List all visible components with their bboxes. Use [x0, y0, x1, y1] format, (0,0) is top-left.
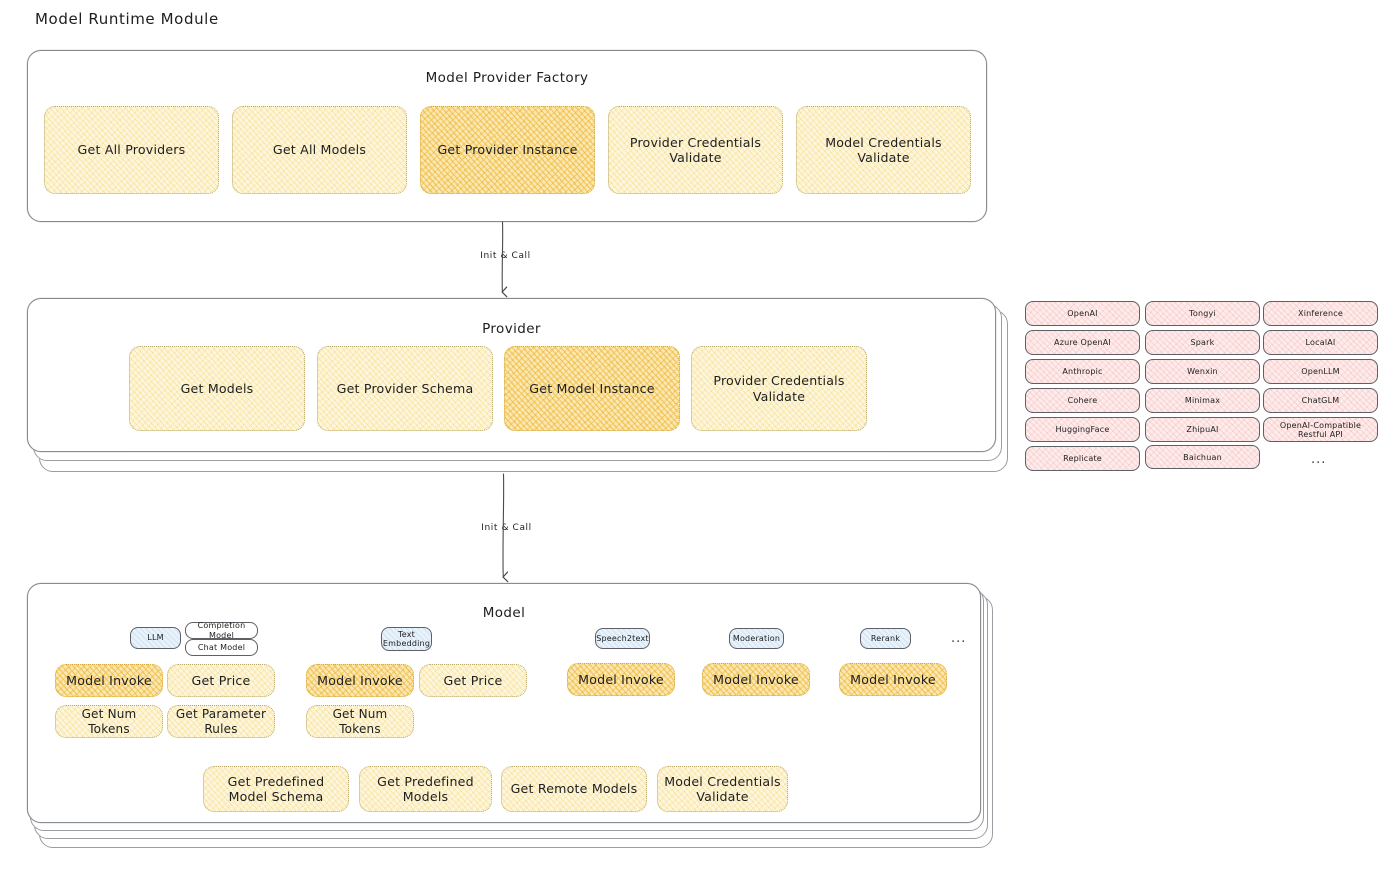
provider-chip-spark[interactable]: Spark — [1145, 330, 1260, 355]
provider-list-more-ellipsis: ... — [1311, 452, 1327, 467]
op-text-embedding-model-invoke[interactable]: Model Invoke — [306, 664, 414, 697]
provider-chip-wenxin[interactable]: Wenxin — [1145, 359, 1260, 384]
provider-chip-azure-openai[interactable]: Azure OpenAI — [1025, 330, 1140, 355]
op-llm-get-price[interactable]: Get Price — [167, 664, 275, 697]
op-rerank-model-invoke[interactable]: Model Invoke — [839, 663, 947, 696]
model-subtag-chat-model[interactable]: Chat Model — [185, 639, 258, 656]
op-get-all-models[interactable]: Get All Models — [232, 106, 407, 194]
model-groups-more-ellipsis: ... — [951, 631, 967, 646]
op-text-embedding-get-num-tokens[interactable]: Get Num Tokens — [306, 705, 414, 738]
model-tag-speech2text[interactable]: Speech2text — [595, 628, 650, 649]
model-tag-moderation[interactable]: Moderation — [729, 628, 784, 649]
arrow-label-factory-to-provider: Init & Call — [455, 251, 556, 261]
model-subtag-completion-model[interactable]: Completion Model — [185, 621, 258, 640]
page-title: Model Runtime Module — [35, 10, 219, 28]
provider-chip-openai[interactable]: OpenAI — [1025, 301, 1140, 326]
provider-chip-tongyi[interactable]: Tongyi — [1145, 301, 1260, 326]
provider-chip-localai[interactable]: LocalAI — [1263, 330, 1378, 355]
op-model-credentials-validate-2[interactable]: Model Credentials Validate — [657, 766, 788, 812]
op-get-remote-models[interactable]: Get Remote Models — [501, 766, 647, 812]
provider-chip-openai-compatible-restful-api[interactable]: OpenAI-Compatible Restful API — [1263, 417, 1378, 442]
op-llm-get-num-tokens[interactable]: Get Num Tokens — [55, 705, 163, 738]
arrow-label-provider-to-model: Init & Call — [456, 523, 557, 533]
op-llm-get-parameter-rules[interactable]: Get Parameter Rules — [167, 705, 275, 738]
op-provider-get-models[interactable]: Get Models — [129, 346, 305, 431]
provider-chip-replicate[interactable]: Replicate — [1025, 446, 1140, 471]
provider-chip-zhipuai[interactable]: ZhipuAI — [1145, 417, 1260, 442]
provider-chip-minimax[interactable]: Minimax — [1145, 388, 1260, 413]
op-model-credentials-validate[interactable]: Model Credentials Validate — [796, 106, 971, 194]
provider-chip-anthropic[interactable]: Anthropic — [1025, 359, 1140, 384]
op-get-all-providers[interactable]: Get All Providers — [44, 106, 219, 194]
op-get-predefined-models[interactable]: Get Predefined Models — [359, 766, 492, 812]
op-text-embedding-get-price[interactable]: Get Price — [419, 664, 527, 697]
op-moderation-model-invoke[interactable]: Model Invoke — [702, 663, 810, 696]
provider-chip-huggingface[interactable]: HuggingFace — [1025, 417, 1140, 442]
model-panel: Model — [27, 583, 981, 823]
model-provider-factory-title: Model Provider Factory — [425, 70, 589, 86]
op-provider-credentials-validate-2[interactable]: Provider Credentials Validate — [691, 346, 867, 431]
model-tag-llm[interactable]: LLM — [130, 627, 181, 649]
op-llm-model-invoke[interactable]: Model Invoke — [55, 664, 163, 697]
op-get-predefined-model-schema[interactable]: Get Predefined Model Schema — [203, 766, 349, 812]
provider-chip-baichuan[interactable]: Baichuan — [1145, 445, 1260, 469]
op-get-model-instance[interactable]: Get Model Instance — [504, 346, 680, 431]
model-title: Model — [482, 605, 526, 621]
provider-chip-openllm[interactable]: OpenLLM — [1263, 359, 1378, 384]
model-tag-text-embedding[interactable]: Text Embedding — [381, 627, 432, 651]
provider-title: Provider — [482, 321, 541, 337]
provider-chip-xinference[interactable]: Xinference — [1263, 301, 1378, 326]
provider-chip-cohere[interactable]: Cohere — [1025, 388, 1140, 413]
op-speech2text-model-invoke[interactable]: Model Invoke — [567, 663, 675, 696]
op-get-provider-schema[interactable]: Get Provider Schema — [317, 346, 493, 431]
provider-chip-chatglm[interactable]: ChatGLM — [1263, 388, 1378, 413]
op-get-provider-instance[interactable]: Get Provider Instance — [420, 106, 595, 194]
op-provider-credentials-validate[interactable]: Provider Credentials Validate — [608, 106, 783, 194]
model-tag-rerank[interactable]: Rerank — [860, 628, 911, 649]
